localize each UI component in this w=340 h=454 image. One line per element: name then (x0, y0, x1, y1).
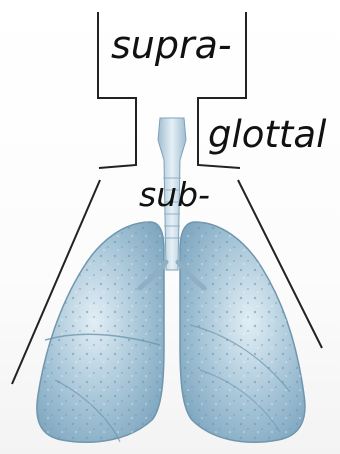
glottal-label: glottal (208, 116, 326, 153)
right-lung (180, 222, 305, 442)
sub-label: sub- (139, 178, 210, 211)
supra-label: supra- (111, 26, 232, 64)
left-lung (37, 222, 164, 442)
